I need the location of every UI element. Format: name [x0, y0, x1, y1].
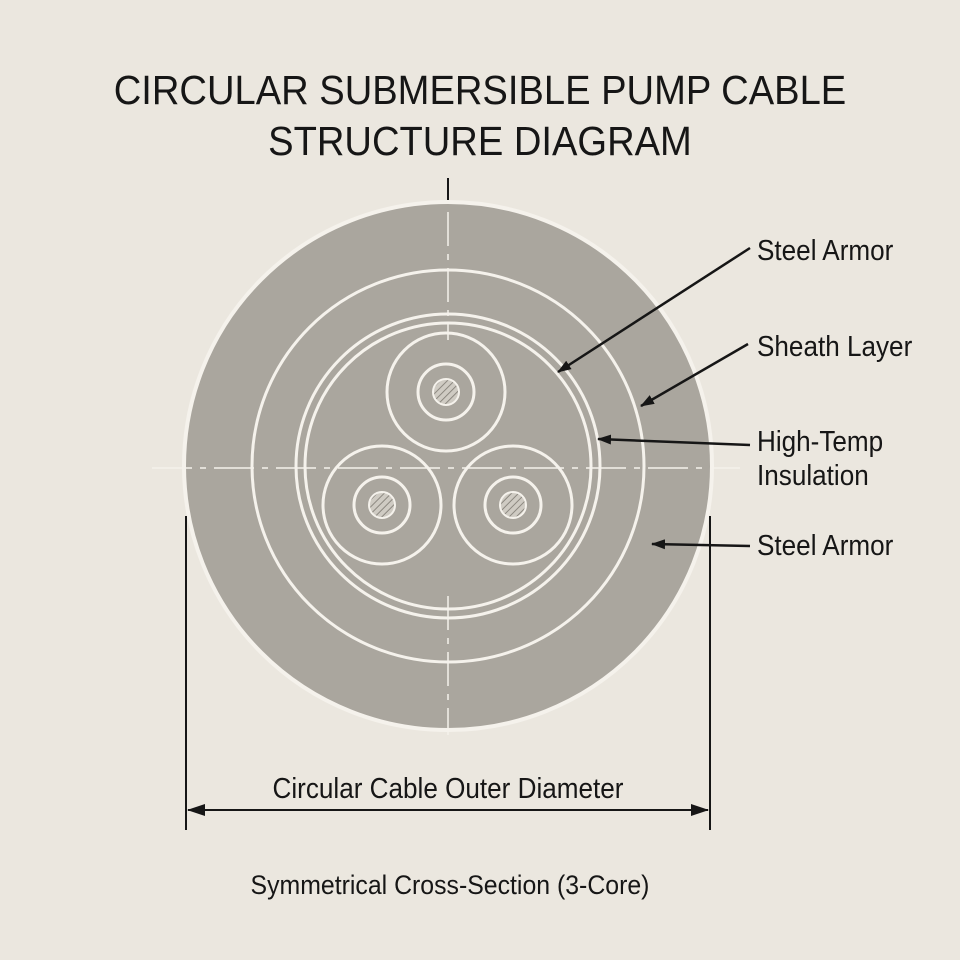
leader-sheath-layer	[640, 342, 749, 408]
leader-high-temp-insulation	[597, 434, 751, 447]
leader-steel-armor-top	[557, 246, 751, 374]
callout-steel-armor-bottom: Steel Armor	[757, 530, 894, 562]
callout-high-temp-insulation-line-1: High-Temp	[757, 426, 884, 458]
diagram-title-line-2: STRUCTURE DIAGRAM	[268, 118, 692, 164]
conductor-bottom-right	[499, 491, 527, 519]
callout-steel-armor-top: Steel Armor	[757, 235, 894, 267]
core-bottom-left	[321, 444, 443, 566]
core-top	[385, 331, 507, 453]
conductor-bottom-left	[368, 491, 396, 519]
center-lines	[152, 178, 740, 735]
callout-sheath-layer: Sheath Layer	[757, 331, 913, 363]
diameter-label: Circular Cable Outer Diameter	[272, 773, 624, 805]
diameter-dimension	[185, 516, 711, 830]
diagram-caption: Symmetrical Cross-Section (3-Core)	[250, 870, 650, 900]
conductor-top	[432, 378, 460, 406]
diagram-title-line-1: CIRCULAR SUBMERSIBLE PUMP CABLE	[113, 67, 847, 113]
core-bottom-right	[452, 444, 574, 566]
leader-steel-armor-bottom	[651, 539, 751, 550]
callout-high-temp-insulation-line-2: Insulation	[757, 460, 869, 492]
